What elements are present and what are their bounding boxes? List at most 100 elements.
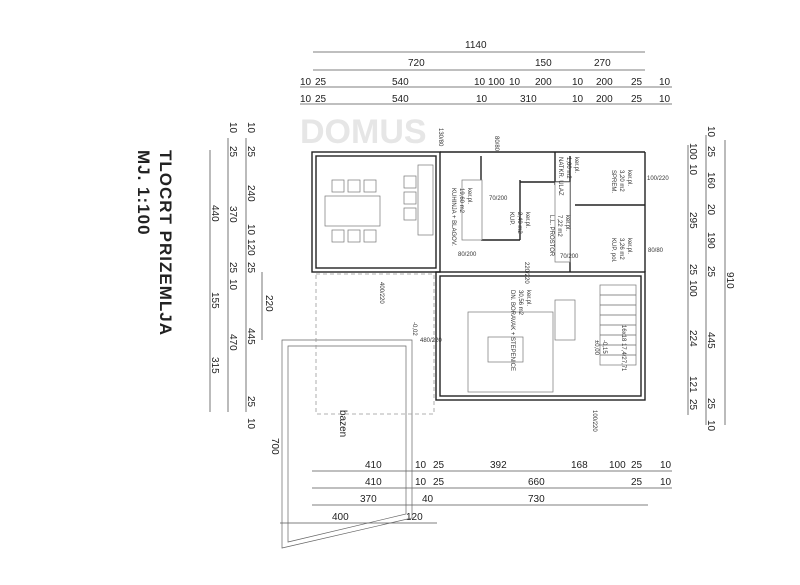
dim-text: 25	[227, 146, 238, 158]
svg-text:ker.pl.: ker.pl.	[573, 157, 579, 173]
room-living: DN. BORAVAK + STEPENICE 30,56 m2 ker.pl.	[509, 290, 531, 371]
dim-text: 10	[245, 418, 256, 430]
svg-text:L.L. PROSTOR: L.L. PROSTOR	[548, 215, 554, 257]
room-storage: SPREM. 3,20 m2 ker.pl.	[610, 170, 632, 193]
dim-text: 10	[572, 94, 584, 105]
dim-text: 400	[332, 512, 349, 523]
dim-text: 20	[705, 204, 716, 216]
svg-text:30,56 m2: 30,56 m2	[517, 290, 523, 316]
dim-text: 10	[227, 279, 238, 291]
dim-text: 224	[687, 330, 698, 347]
pool: bazen	[281, 339, 413, 549]
svg-text:ker.pl.: ker.pl.	[466, 188, 472, 204]
svg-text:80/80: 80/80	[648, 248, 664, 254]
svg-text:100/220: 100/220	[591, 410, 597, 432]
svg-text:±0,00: ±0,00	[593, 340, 599, 356]
dim-text: 10	[415, 460, 427, 471]
top-dimensions: 1140 720 150 270 10 25 540 10 100 10 200…	[300, 40, 672, 105]
dim-text: 25	[245, 396, 256, 408]
stairs-label: 16x18 17,4/27,71	[620, 325, 626, 372]
dim-text: 150	[535, 58, 552, 69]
dim-text: 25	[433, 460, 445, 471]
dim-text: 445	[245, 328, 256, 345]
dining-table	[324, 195, 381, 227]
svg-text:70/200: 70/200	[489, 196, 508, 202]
coffee-table	[487, 336, 524, 363]
svg-text:1,60 m2: 1,60 m2	[565, 157, 571, 179]
dim-text: 25	[687, 264, 698, 276]
room-bathroom: KUP. 2,40 m2 ker.pl.	[508, 212, 530, 234]
dim-text: 10	[476, 94, 488, 105]
dim-text: 25	[315, 94, 327, 105]
dim-text: 200	[535, 77, 552, 88]
kitchen-counter	[461, 179, 483, 241]
dim-text: 100	[687, 280, 698, 297]
dim-text: 25	[705, 266, 716, 278]
svg-text:130/80: 130/80	[437, 128, 443, 147]
dim-text: 310	[520, 94, 537, 105]
dim-text: 410	[365, 460, 382, 471]
furniture	[324, 164, 637, 393]
dim-text: 1140	[465, 40, 487, 51]
dim-text: 25	[705, 398, 716, 410]
svg-text:400/220: 400/220	[378, 282, 384, 304]
dim-text: 200	[596, 94, 613, 105]
wardrobe	[554, 181, 571, 263]
dim-text: 155	[209, 292, 220, 309]
dim-text: 10	[474, 77, 486, 88]
dim-text: 25	[631, 94, 643, 105]
svg-text:ker.pl.: ker.pl.	[564, 215, 570, 231]
dim-text: 100	[609, 460, 626, 471]
kitchen-island	[417, 164, 434, 236]
svg-text:ker.pl.: ker.pl.	[626, 170, 632, 186]
svg-text:ker.pl.: ker.pl.	[626, 238, 632, 254]
room-kitchen: KUHINJA + BLAGOV. 19,60 m2 ker.pl.	[450, 188, 472, 246]
stairs	[599, 284, 637, 366]
dim-text: 10	[245, 122, 256, 134]
dim-text: 121	[687, 376, 698, 393]
dim-text: 10	[300, 94, 312, 105]
dim-text: 270	[594, 58, 611, 69]
level-mark: ±0,00 -0,15	[593, 340, 607, 356]
dim-text: 720	[408, 58, 425, 69]
dim-text: 10	[509, 77, 521, 88]
terrace-outline	[315, 273, 435, 415]
dim-text: 25	[227, 262, 238, 274]
svg-text:70/200: 70/200	[560, 254, 579, 260]
dim-text: 410	[365, 477, 382, 488]
svg-text:-0,15: -0,15	[601, 340, 607, 354]
dim-text: 910	[724, 272, 735, 289]
dim-text: 10	[659, 94, 671, 105]
dim-text: 10	[705, 126, 716, 138]
dim-text: 10	[660, 477, 672, 488]
dim-text: 10	[227, 122, 238, 134]
svg-text:3,26 m2: 3,26 m2	[618, 238, 624, 260]
svg-text:100/220: 100/220	[647, 176, 669, 182]
svg-text:80/80: 80/80	[493, 136, 499, 152]
dim-text: 25	[631, 77, 643, 88]
svg-text:2,40 m2: 2,40 m2	[516, 212, 522, 234]
svg-text:19,60 m2: 19,60 m2	[458, 188, 464, 214]
dim-text: 445	[705, 332, 716, 349]
dim-text: 392	[490, 460, 507, 471]
svg-text:KUP.: KUP.	[508, 212, 514, 226]
dim-text: 10	[705, 420, 716, 432]
dim-text: 440	[209, 205, 220, 222]
right-dimensions: 100 10 295 25 100 224 121 25 10 25 160 2…	[687, 126, 735, 432]
left-dimensions: 440 155 315 10 25 370 25 10 470 10 25 24…	[209, 122, 280, 455]
dim-text: 700	[269, 438, 280, 455]
dim-text: 10	[300, 77, 312, 88]
svg-text:DN. BORAVAK + STEPENICE: DN. BORAVAK + STEPENICE	[509, 290, 515, 371]
svg-text:SPREM.: SPREM.	[610, 170, 616, 193]
dim-text: 25	[433, 477, 445, 488]
dim-text: 25	[687, 399, 698, 411]
svg-text:NATKR. ULAZ: NATKR. ULAZ	[557, 157, 563, 196]
dim-text: 240	[245, 185, 256, 202]
dim-text: 100	[488, 77, 505, 88]
dim-text: 160	[705, 172, 716, 189]
watermark: DOMUS	[300, 113, 427, 151]
dim-text: 660	[528, 477, 545, 488]
room-labels: KUHINJA + BLAGOV. 19,60 m2 ker.pl. L.L. …	[411, 157, 632, 372]
svg-text:220/220: 220/220	[523, 262, 529, 284]
